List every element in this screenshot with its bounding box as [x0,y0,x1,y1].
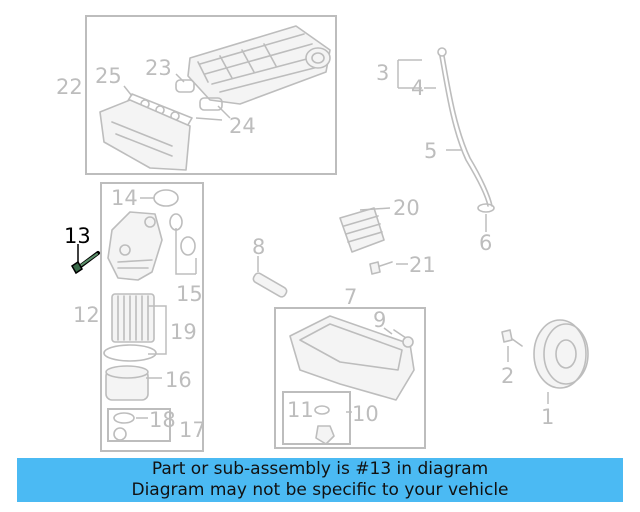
label-8: 8 [252,235,265,259]
label-22: 22 [56,75,83,99]
oil-filter-housing [107,211,163,281]
label-10: 10 [352,402,379,426]
drain-bolt-9 [393,329,414,348]
intake-manifold [187,25,331,105]
crankshaft-pulley [533,319,589,389]
label-15: 15 [176,282,203,306]
baffle-tube [252,272,288,298]
intake-runner-flange [99,99,191,171]
label-14: 14 [111,186,138,210]
housing-gasket [153,189,179,207]
gasket-subgroup-box [107,408,171,442]
oil-filter-group-box [100,182,204,452]
o-ring-lower [180,236,196,256]
label-19: 19 [170,320,197,344]
drain-plug-subgroup-box [282,391,351,445]
label-12: 12 [73,303,100,327]
drain-gasket-set [113,412,135,441]
label-20: 20 [393,196,420,220]
drain-washer [314,405,330,415]
label-17: 17 [179,418,206,442]
label-11: 11 [287,398,314,422]
intake-manifold-group-box [85,15,337,175]
info-banner: Part or sub-assembly is #13 in diagram D… [17,458,623,502]
dipstick-tube [437,47,495,213]
banner-line-disclaimer: Diagram may not be specific to your vehi… [131,480,509,500]
label-6: 6 [479,231,492,255]
label-23: 23 [145,56,172,80]
bolt-part-13 [71,244,100,275]
label-4: 4 [411,76,424,100]
label-2: 2 [501,364,514,388]
filter-o-ring [103,344,157,362]
oil-filter-element [111,293,155,343]
label-13: 13 [64,224,91,248]
label-21: 21 [409,253,436,277]
filter-cap [105,365,149,401]
leader-lines [123,59,549,419]
label-16: 16 [165,368,192,392]
small-gaskets-23-24 [175,79,223,111]
label-3: 3 [376,61,389,85]
label-1: 1 [541,405,554,429]
o-ring-upper [169,213,183,231]
label-18: 18 [149,408,176,432]
drain-plug [315,425,335,445]
label-9: 9 [373,308,386,332]
pulley-bolt-2 [501,329,523,347]
label-25: 25 [95,64,122,88]
label-7: 7 [344,285,357,309]
label-24: 24 [229,114,256,138]
oil-pan [289,315,415,401]
oil-cooler [339,207,385,253]
bolt-21 [369,261,393,275]
callout-labels: 1 2 3 4 5 6 7 8 9 10 11 13 12 14 15 16 1… [56,56,554,442]
banner-line-part: Part or sub-assembly is #13 in diagram [151,459,489,479]
oil-pan-group-box [274,307,426,449]
label-5: 5 [424,139,437,163]
